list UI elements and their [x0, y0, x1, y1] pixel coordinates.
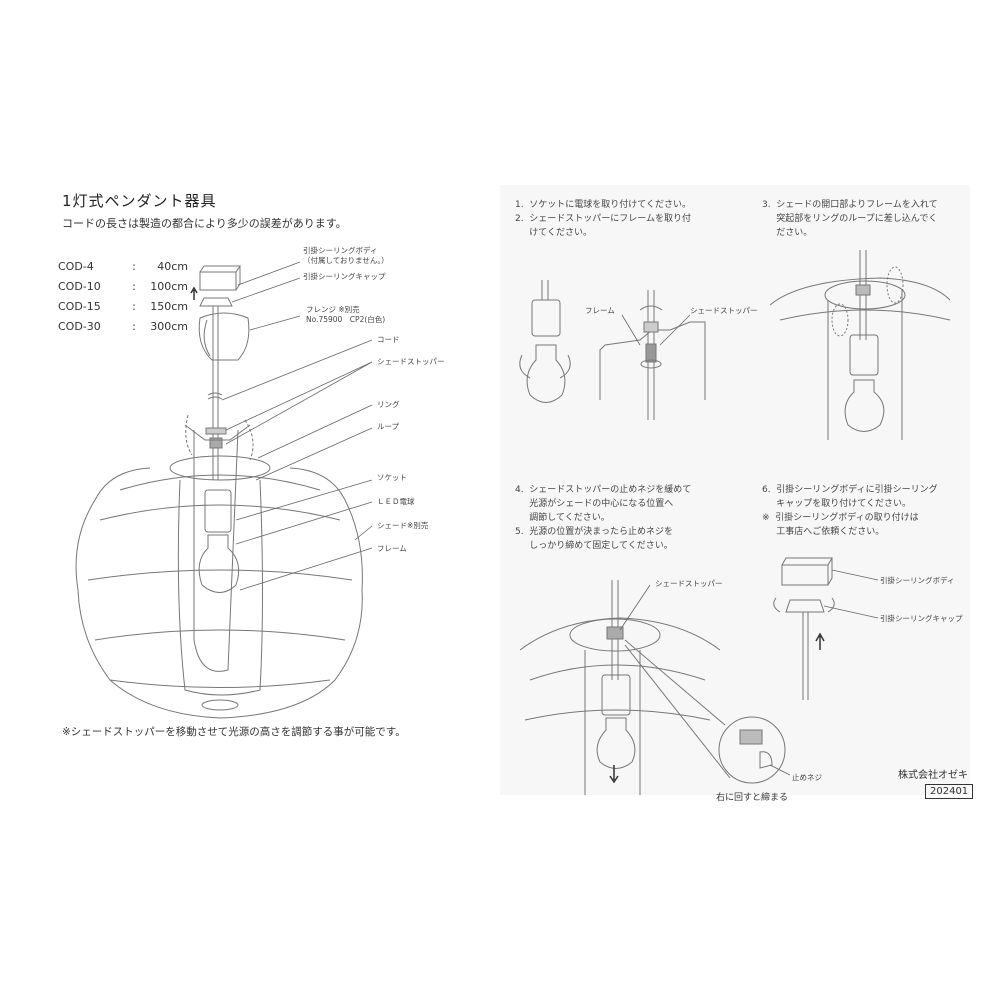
step-3: 3. シェードの開口部よりフレームを入れて 突起部をリングのループに差し込んでく…	[762, 200, 938, 238]
spec-row: COD-10:100cm	[58, 280, 188, 293]
label-loop: ループ	[377, 422, 400, 431]
label-frame-step2: フレーム	[585, 306, 615, 315]
label-socket: ソケット	[377, 473, 407, 482]
label-shade-stopper: シェードストッパー	[377, 357, 445, 366]
spec-length: 100cm	[150, 280, 188, 293]
spec-model: COD-30	[58, 320, 101, 333]
page-title: 1灯式ペンダント器具	[62, 192, 217, 210]
step-4-5: 4. シェードストッパーの止めネジを緩めて 光源がシェードの中心になる位置へ 調…	[515, 485, 692, 551]
label-set-screw: 止めネジ	[792, 773, 822, 782]
label-ceiling-body: 引掛シーリングボディ （付属しておりません。）	[303, 246, 389, 265]
cord-length-note: コードの長さは製造の都合により多少の誤差があります。	[62, 217, 347, 230]
label-flange: フレンジ ※別売 No.75900 CP2(白色)	[306, 305, 386, 324]
spec-row: COD-15:150cm	[58, 300, 188, 313]
spec-length: 150cm	[150, 300, 188, 313]
label-led-bulb: ＬＥＤ電球	[377, 497, 415, 506]
height-adjust-note: ※シェードストッパーを移動させて光源の高さを調節する事が可能です。	[62, 726, 406, 738]
label-shade: シェード※別売	[377, 521, 429, 530]
label-frame: フレーム	[377, 544, 407, 553]
label-shade-stopper-step4: シェードストッパー	[655, 579, 723, 588]
step-1-2: 1. ソケットに電球を取り付けてください。 2. シェードストッパーにフレームを…	[515, 200, 692, 238]
spec-row: COD-30:300cm	[58, 320, 188, 333]
spec-length: 40cm	[157, 260, 188, 273]
spec-model: COD-4	[58, 260, 94, 273]
label-cord: コード	[377, 335, 400, 344]
label-ceiling-cap: 引掛シーリングキャップ	[303, 272, 386, 281]
spec-model: COD-15	[58, 300, 101, 313]
document-code: 202401	[925, 784, 974, 799]
label-ring: リング	[377, 400, 400, 409]
company-name: 株式会社オゼキ	[898, 770, 968, 781]
step-6: 6. 引掛シーリングボディに引掛シーリング キャップを取り付けてください。 ※ …	[762, 485, 938, 537]
label-shade-stopper-step2: シェードストッパー	[690, 306, 758, 315]
spec-row: COD-4:40cm	[58, 260, 188, 273]
label-ceiling-cap-step6: 引掛シーリングキャップ	[880, 614, 963, 623]
label-ceiling-body-step6: 引掛シーリングボディ	[880, 576, 955, 585]
tighten-direction-note: 右に回すと締まる	[716, 793, 789, 803]
spec-model: COD-10	[58, 280, 101, 293]
spec-length: 300cm	[150, 320, 188, 333]
